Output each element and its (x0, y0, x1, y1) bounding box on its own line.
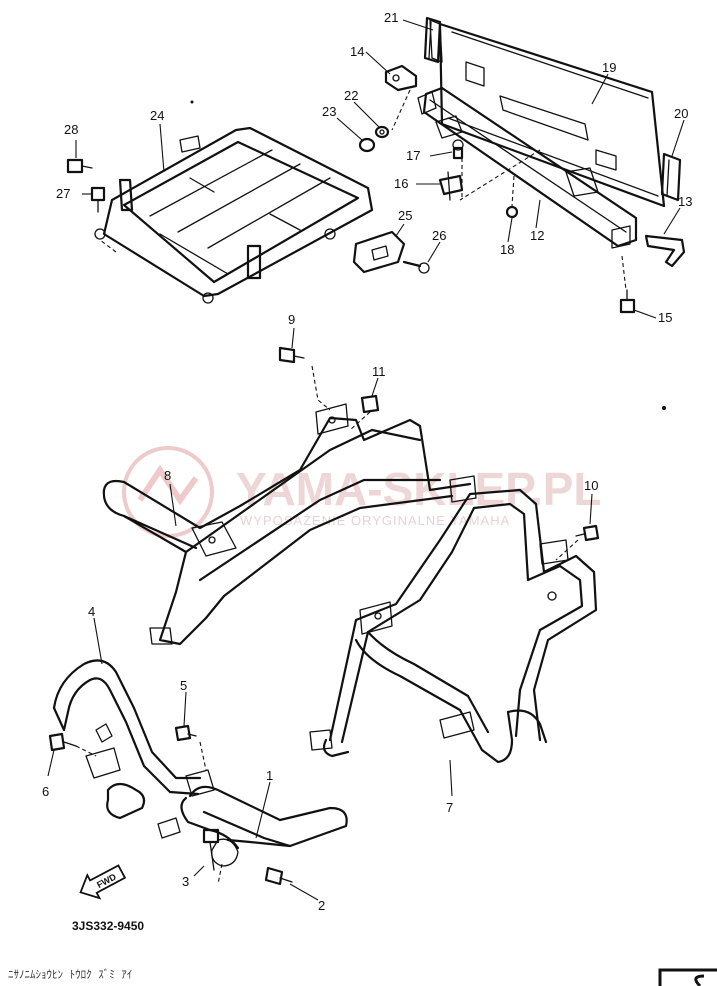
corner-box (658, 968, 717, 986)
label-part-24: 24 (150, 108, 164, 123)
part-8-frame (102, 403, 472, 646)
part-17-bolt (452, 139, 464, 160)
label-part-17: 17 (406, 148, 420, 163)
label-part-13: 13 (678, 194, 692, 209)
label-part-10: 10 (584, 478, 598, 493)
label-part-2: 2 (318, 898, 325, 913)
part-25-bracket (352, 230, 406, 274)
part-19-rear-panel (429, 19, 666, 208)
label-part-8: 8 (164, 468, 171, 483)
part-23-collar (358, 137, 376, 153)
part-13-bracket (644, 234, 686, 268)
part-21-rubber-strip (423, 16, 442, 64)
part-12-bracket (417, 86, 638, 249)
part-5-bolt (174, 724, 197, 742)
watermark-text: YAMA-SKLEP.PL (236, 463, 602, 515)
label-part-25: 25 (398, 208, 412, 223)
part-7-frame (309, 475, 598, 764)
label-part-28: 28 (64, 122, 78, 137)
part-2-bolt (264, 866, 293, 886)
label-part-5: 5 (180, 678, 187, 693)
footer-text: ﾆｻﾉﾆﾑｼｮｳﾋﾝ ﾄｳﾛｸ ｽﾞﾐ ｱｲ (8, 968, 132, 982)
label-part-22: 22 (344, 88, 358, 103)
part-3-bolt (202, 828, 220, 871)
label-part-9: 9 (288, 312, 295, 327)
part-26-screw (402, 260, 430, 274)
part-9-bolt (278, 346, 305, 364)
label-part-14: 14 (350, 44, 364, 59)
label-part-27: 27 (56, 186, 70, 201)
label-part-6: 6 (42, 784, 49, 799)
stray-dot (662, 406, 666, 410)
drawing-code: 3JS332-9450 (72, 919, 144, 933)
part-labels: 21 19 20 14 22 23 17 16 18 12 13 15 24 2… (42, 10, 692, 913)
part-28-bolt (66, 158, 93, 174)
watermark: YAMA-SKLEP.PL WYPOSAŻENIE ORYGINALNE YAM… (122, 446, 602, 538)
part-27-bolt (90, 186, 106, 213)
label-part-15: 15 (658, 310, 672, 325)
leader-lines (47, 19, 685, 901)
corner-box-digit (694, 974, 705, 986)
part-4-guard (52, 659, 202, 820)
label-part-18: 18 (500, 242, 514, 257)
assembly-line-upper (391, 89, 627, 291)
part-14-clamp (384, 64, 418, 92)
label-part-23: 23 (322, 104, 336, 119)
label-part-21: 21 (384, 10, 398, 25)
part-16-bracket (438, 171, 464, 201)
fwd-arrow-icon: FWD (79, 864, 127, 900)
part-18-nut (505, 205, 519, 219)
label-part-11: 11 (372, 364, 386, 379)
part-20-rubber-strip (660, 152, 682, 202)
label-part-19: 19 (602, 60, 616, 75)
label-part-7: 7 (446, 800, 453, 815)
part-11-nut (360, 394, 380, 414)
part-6-bolt (48, 732, 77, 752)
part-1-bumper (157, 769, 348, 867)
watermark-subtext: WYPOSAŻENIE ORYGINALNE YAMAHA (240, 513, 510, 528)
label-part-4: 4 (88, 604, 95, 619)
label-part-1: 1 (266, 768, 273, 783)
label-part-16: 16 (394, 176, 408, 191)
label-part-12: 12 (530, 228, 544, 243)
label-part-3: 3 (182, 874, 189, 889)
label-part-20: 20 (674, 106, 688, 121)
assembly-line-lower (75, 741, 223, 885)
stray-dot (190, 100, 194, 104)
part-22-washer (374, 125, 390, 139)
part-15-bolt (619, 289, 636, 314)
label-part-26: 26 (432, 228, 446, 243)
part-24-carrier (94, 126, 374, 304)
part-10-bolt (575, 524, 600, 542)
